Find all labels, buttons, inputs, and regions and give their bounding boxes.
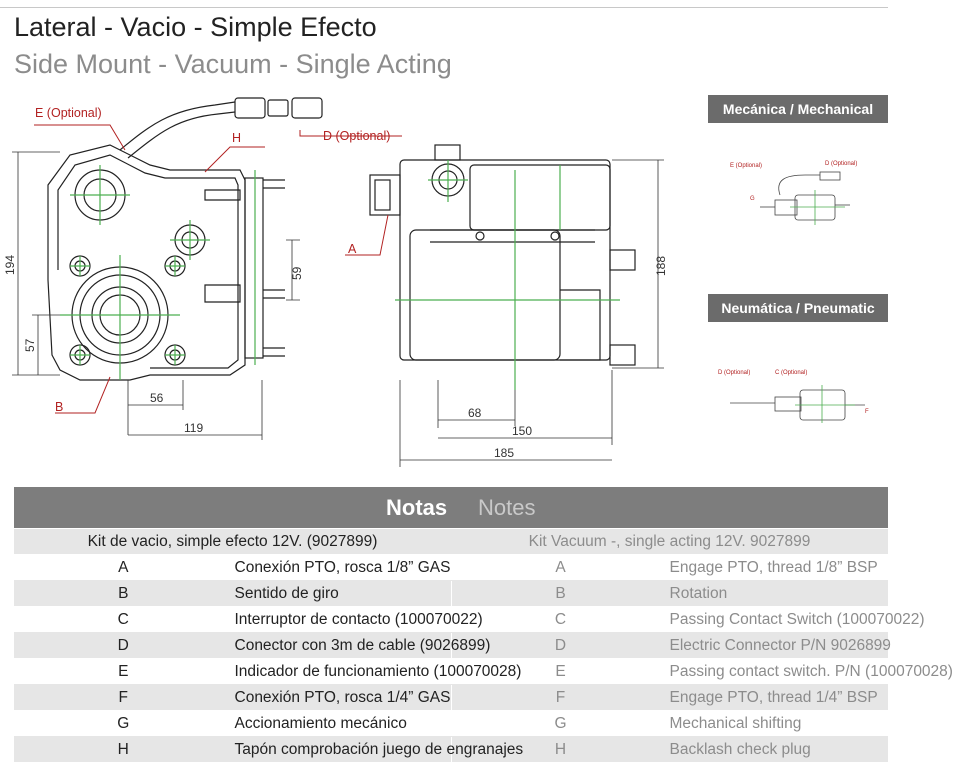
kit-en: Kit Vacuum -, single acting 12V. 9027899: [451, 529, 888, 555]
variant-pneumatic-badge: Neumática / Pneumatic: [708, 294, 888, 322]
row-key-es: G: [14, 710, 233, 737]
row-key-en: C: [450, 606, 670, 633]
row-key-es: B: [14, 580, 233, 607]
dim-59: 59: [290, 266, 304, 280]
row-value-en: Rotation: [669, 580, 888, 607]
table-row: D Conector con 3m de cable (9026899) D E…: [14, 632, 891, 659]
notes-table: Kit de vacio, simple efecto 12V. (902789…: [14, 529, 953, 763]
dim-188: 188: [654, 256, 668, 276]
row-value-es: Conexión PTO, rosca 1/4” GAS: [232, 684, 451, 711]
row-key-en: D: [450, 632, 670, 659]
table-row: H Tapón comprobación juego de engranajes…: [14, 736, 888, 763]
front-view: [47, 97, 323, 381]
dim-185: 185: [494, 446, 514, 460]
variant-mechanical-badge: Mecánica / Mechanical: [708, 95, 888, 123]
row-key-en: B: [450, 580, 670, 607]
table-row: B Sentido de giro B Rotation: [14, 580, 888, 607]
table-row: G Accionamiento mecánico G Mechanical sh…: [14, 710, 888, 737]
row-key-es: D: [14, 632, 233, 659]
dim-56: 56: [150, 391, 164, 405]
row-key-en: E: [450, 658, 670, 685]
row-key-en: G: [450, 710, 670, 737]
table-row: E Indicador de funcionamiento (100070028…: [14, 658, 953, 685]
table-row: C Interruptor de contacto (100070022) C …: [14, 606, 925, 633]
notes-title-es: Notas: [386, 495, 448, 520]
callout-labels: E (Optional) D (Optional) H A B: [35, 106, 390, 414]
notes-title-en: Notes: [478, 495, 536, 520]
row-value-en: Engage PTO, thread 1/4” BSP: [669, 684, 888, 711]
row-value-en: Passing contact switch. P/N (100070028): [669, 658, 953, 685]
row-value-es: Sentido de giro: [232, 580, 451, 607]
row-value-es: Conexión PTO, rosca 1/8” GAS: [232, 554, 451, 581]
mech-callout-d: D (Optional): [825, 161, 857, 167]
row-key-es: A: [14, 554, 233, 581]
row-key-es: H: [14, 736, 233, 763]
dim-150: 150: [512, 424, 532, 438]
row-key-es: C: [14, 606, 233, 633]
callout-b: B: [55, 400, 63, 414]
dim-68: 68: [468, 406, 482, 420]
pneu-callout-d: D (Optional): [718, 370, 750, 376]
table-row: F Conexión PTO, rosca 1/4” GAS F Engage …: [14, 684, 888, 711]
callout-a: A: [348, 242, 357, 256]
row-key-en: F: [450, 684, 670, 711]
dim-57: 57: [23, 338, 37, 352]
callout-h: H: [232, 131, 241, 145]
row-value-es: Interruptor de contacto (100070022): [232, 606, 483, 633]
technical-drawing: E (Optional) D (Optional) H A B 194 57 5…: [3, 97, 668, 467]
kit-es: Kit de vacio, simple efecto 12V. (902789…: [14, 529, 451, 555]
callout-d: D (Optional): [323, 129, 390, 143]
page-subtitle: Side Mount - Vacuum - Single Acting: [14, 49, 452, 79]
pneu-callout-f: F: [865, 409, 869, 415]
row-key-en: H: [450, 736, 670, 763]
page-title: Lateral - Vacio - Simple Efecto: [14, 12, 377, 42]
dim-119: 119: [184, 421, 203, 435]
row-key-es: F: [14, 684, 233, 711]
notes-header: Notas Notes: [14, 487, 888, 528]
pneu-callout-c: C (Optional): [775, 370, 807, 376]
row-value-es: Tapón comprobación juego de engranajes: [232, 736, 523, 763]
mech-callout-e: E (Optional): [730, 163, 762, 169]
row-value-en: Mechanical shifting: [669, 710, 888, 737]
row-value-en: Electric Connector P/N 9026899: [669, 632, 891, 659]
row-value-en: Engage PTO, thread 1/8” BSP: [669, 554, 888, 581]
row-value-en: Backlash check plug: [669, 736, 888, 763]
top-rule: [0, 7, 888, 8]
row-value-es: Conector con 3m de cable (9026899): [232, 632, 490, 659]
row-value-en: Passing Contact Switch (100070022): [669, 606, 925, 633]
dimension-values: 194 57 59 56 119 188 68 150 185: [3, 255, 668, 460]
callout-e: E (Optional): [35, 106, 102, 120]
table-row: Kit de vacio, simple efecto 12V. (902789…: [14, 529, 888, 555]
row-value-es: Accionamiento mecánico: [232, 710, 451, 737]
row-key-es: E: [14, 658, 233, 685]
row-key-en: A: [450, 554, 670, 581]
mech-callout-g: G: [750, 196, 755, 202]
row-value-es: Indicador de funcionamiento (100070028): [232, 658, 521, 685]
side-view: [369, 144, 636, 366]
pneumatic-variant-drawing: D (Optional) C (Optional) F: [718, 370, 869, 423]
table-row: A Conexión PTO, rosca 1/8” GAS A Engage …: [14, 554, 888, 581]
mechanical-variant-drawing: E (Optional) D (Optional) G: [730, 161, 857, 225]
dim-194: 194: [3, 255, 17, 275]
